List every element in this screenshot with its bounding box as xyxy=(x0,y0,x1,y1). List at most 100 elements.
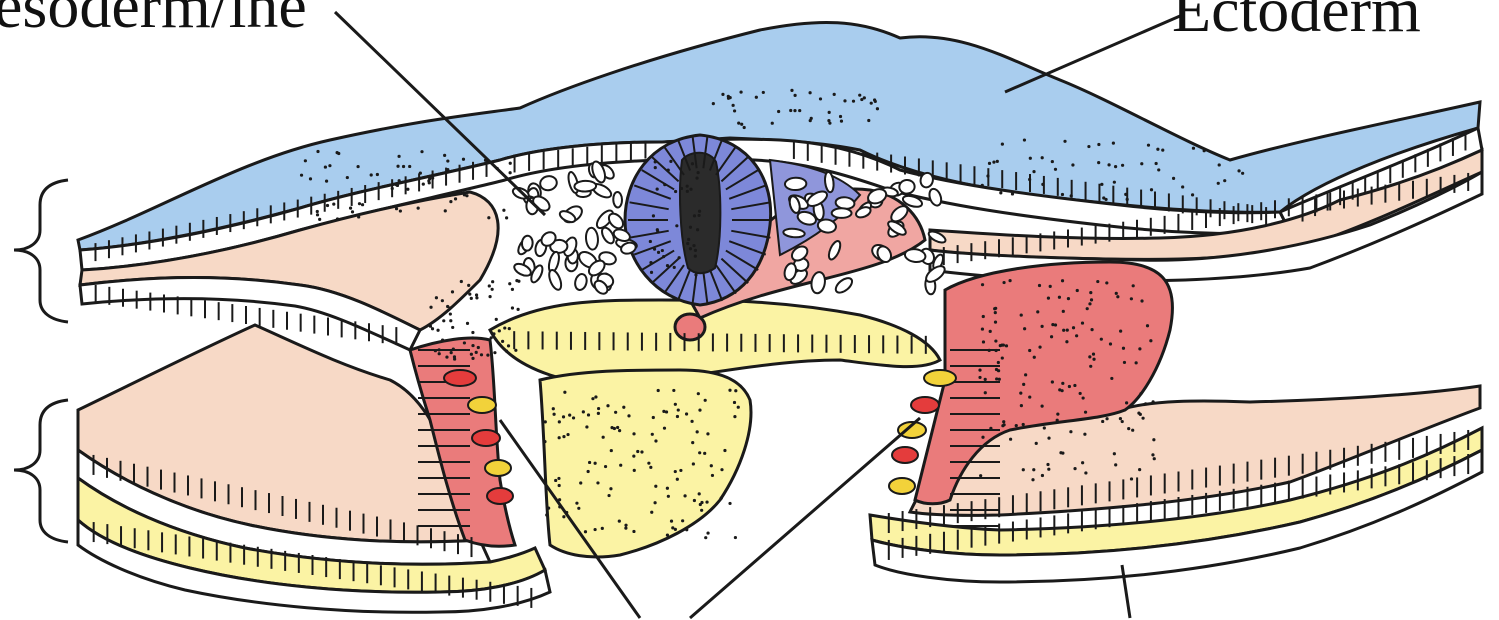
stipple-dot xyxy=(663,427,666,430)
stipple-dot xyxy=(695,177,698,180)
stipple-dot xyxy=(843,99,846,102)
stipple-dot xyxy=(501,340,504,343)
stipple-dot xyxy=(543,440,546,443)
stipple-dot xyxy=(488,284,491,287)
stipple-dot xyxy=(694,273,697,276)
stipple-dot xyxy=(1050,335,1053,338)
stipple-dot xyxy=(441,339,444,342)
stipple-dot xyxy=(793,109,796,112)
stipple-dot xyxy=(698,451,701,454)
stipple-dot xyxy=(1155,162,1158,165)
stipple-dot xyxy=(318,218,321,221)
stipple-dot xyxy=(451,290,454,293)
stipple-dot xyxy=(480,353,483,356)
stipple-dot xyxy=(661,249,664,252)
stipple-dot xyxy=(554,479,557,482)
stipple-dot xyxy=(316,210,319,213)
stipple-dot xyxy=(436,329,439,332)
stipple-dot xyxy=(1063,140,1066,143)
stipple-dot xyxy=(663,183,666,186)
stipple-dot xyxy=(997,361,1000,364)
mesenchyme-cell xyxy=(585,227,599,250)
stipple-dot xyxy=(996,160,999,163)
yellow-cell xyxy=(924,370,956,386)
stipple-dot xyxy=(558,484,561,487)
stipple-dot xyxy=(705,500,708,503)
stipple-dot xyxy=(669,160,672,163)
stipple-dot xyxy=(309,177,312,180)
stipple-dot xyxy=(649,466,652,469)
stipple-dot xyxy=(692,462,695,465)
stipple-dot xyxy=(691,441,694,444)
stipple-dot xyxy=(1237,169,1240,172)
stipple-dot xyxy=(346,176,349,179)
stipple-dot xyxy=(1041,156,1044,159)
stipple-dot xyxy=(1113,181,1116,184)
stipple-dot xyxy=(491,280,494,283)
stipple-dot xyxy=(495,318,498,321)
stipple-dot xyxy=(1241,172,1244,175)
stipple-dot xyxy=(328,164,331,167)
stipple-dot xyxy=(557,477,560,480)
stipple-dot xyxy=(1024,373,1027,376)
stipple-dot xyxy=(840,119,843,122)
stipple-dot xyxy=(591,397,594,400)
stipple-dot xyxy=(704,536,707,539)
stipple-dot xyxy=(694,254,697,257)
stipple-dot xyxy=(1056,419,1059,422)
stipple-dot xyxy=(734,536,737,539)
stipple-dot xyxy=(316,150,319,153)
stipple-dot xyxy=(1066,329,1069,332)
stipple-dot xyxy=(584,530,587,533)
stipple-dot xyxy=(1105,417,1108,420)
stipple-dot xyxy=(463,341,466,344)
stipple-dot xyxy=(728,502,731,505)
stipple-dot xyxy=(1061,382,1064,385)
stipple-dot xyxy=(597,407,600,410)
stipple-dot xyxy=(1022,423,1025,426)
stipple-dot xyxy=(1015,424,1018,427)
stipple-dot xyxy=(653,501,656,504)
stipple-dot xyxy=(650,511,653,514)
stipple-dot xyxy=(981,184,984,187)
stipple-dot xyxy=(1033,356,1036,359)
stipple-dot xyxy=(1028,395,1031,398)
stipple-dot xyxy=(1073,467,1076,470)
stipple-dot xyxy=(467,284,470,287)
stipple-dot xyxy=(994,349,997,352)
stipple-dot xyxy=(391,187,394,190)
stipple-dot xyxy=(596,481,599,484)
stipple-dot xyxy=(666,264,669,267)
stipple-dot xyxy=(1113,452,1116,455)
stipple-dot xyxy=(1081,461,1084,464)
stipple-dot xyxy=(563,391,566,394)
stipple-dot xyxy=(1127,427,1130,430)
stipple-dot xyxy=(1001,356,1004,359)
stipple-dot xyxy=(876,107,879,110)
stipple-dot xyxy=(858,94,861,97)
stipple-dot xyxy=(697,171,700,174)
stipple-dot xyxy=(604,465,607,468)
stipple-dot xyxy=(431,327,434,330)
stipple-dot xyxy=(698,492,701,495)
stipple-dot xyxy=(1061,193,1064,196)
stipple-dot xyxy=(674,528,677,531)
stipple-dot xyxy=(448,194,451,197)
stipple-dot xyxy=(1126,198,1129,201)
stipple-dot xyxy=(685,412,688,415)
stipple-dot xyxy=(435,296,438,299)
stipple-dot xyxy=(1218,163,1221,166)
stipple-dot xyxy=(468,293,471,296)
stipple-dot xyxy=(547,507,550,510)
stipple-dot xyxy=(450,351,453,354)
stipple-dot xyxy=(422,183,425,186)
stipple-dot xyxy=(610,449,613,452)
stipple-dot xyxy=(1070,194,1073,197)
stipple-dot xyxy=(1061,452,1064,455)
stipple-dot xyxy=(673,266,676,269)
stipple-dot xyxy=(463,193,466,196)
stipple-dot xyxy=(666,534,669,537)
stipple-dot xyxy=(1065,340,1068,343)
stipple-dot xyxy=(460,280,463,283)
stipple-dot xyxy=(1068,385,1071,388)
